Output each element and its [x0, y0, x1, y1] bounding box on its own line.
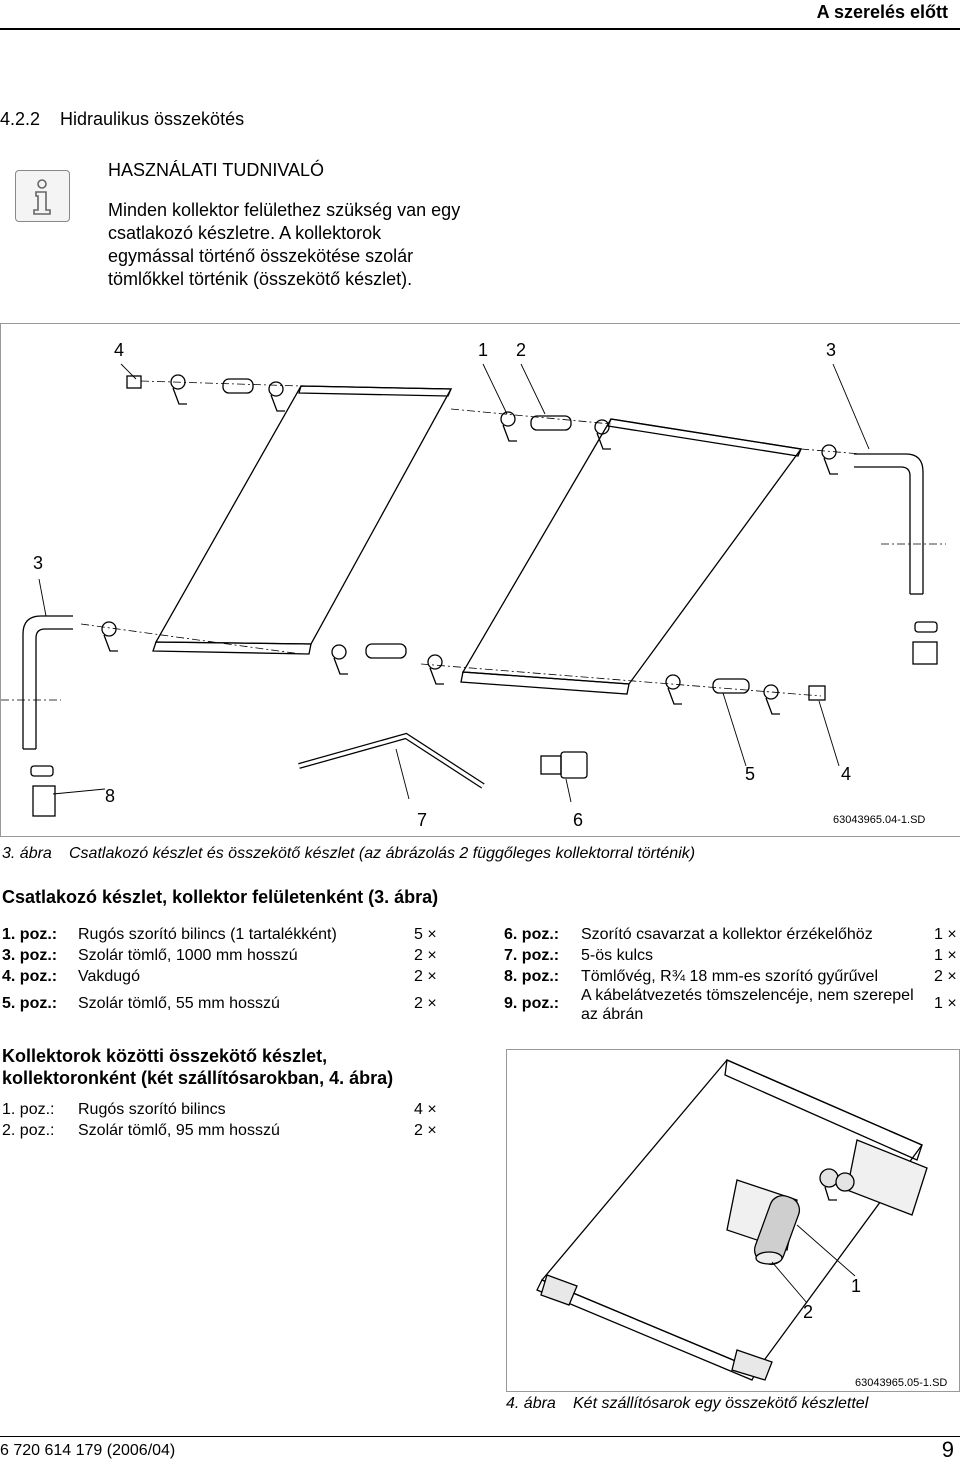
section-number: 4.2.2: [0, 109, 41, 129]
figure-4-caption: 4. ábra Két szállítósarok egy összekötő k…: [506, 1395, 868, 1413]
list-item-desc: A kábelátvezetés tömszelencéje, nem szer…: [581, 987, 914, 1023]
list-item-pos: 6. poz.:: [504, 926, 560, 943]
list-item-desc: Vakdugó: [78, 968, 140, 985]
list-item-desc: Szolár tömlő, 55 mm hosszú: [78, 995, 280, 1012]
list-item-qty: 2 ×: [414, 947, 437, 964]
note-heading: HASZNÁLATI TUDNIVALÓ: [108, 160, 325, 180]
section-heading: 4.2.2 Hidraulikus összekötés: [0, 109, 244, 130]
callout-3-top: 3: [826, 340, 836, 360]
figure-3-illustration: 4 1 2 3 3 8 7 6 5 4 63043965.04-1.SD: [0, 323, 960, 837]
list-item-qty: 2 ×: [934, 968, 957, 985]
kit2-heading-line2: kollektoronként (két szállítósarokban, 4…: [2, 1068, 394, 1088]
list-item: 5. poz.: Szolár tömlő, 55 mm hosszú 2 ×: [2, 995, 452, 1016]
kit2-list: 1. poz.: Rugós szorító bilincs 4 × 2. po…: [2, 1101, 452, 1143]
callout-6: 6: [573, 810, 583, 830]
list-item-desc: Szolár tömlő, 1000 mm hosszú: [78, 947, 298, 964]
list-item-desc: Tömlővég, R¾ 18 mm-es szorító gyűrűvel: [581, 968, 878, 985]
list-item: 9. poz.: A kábelátvezetés tömszelencéje,…: [504, 987, 958, 1023]
list-item: 1. poz.: Rugós szorító bilincs (1 tartal…: [2, 926, 452, 947]
note-text: Minden kollektor felülethez szükség van …: [108, 200, 461, 289]
callout-2: 2: [516, 340, 526, 360]
list-item-pos: 2. poz.:: [2, 1122, 55, 1139]
list-item: 3. poz.: Szolár tömlő, 1000 mm hosszú 2 …: [2, 947, 452, 968]
kit1-left-list: 1. poz.: Rugós szorító bilincs (1 tartal…: [2, 926, 452, 1016]
figure-3-caption-label: 3. ábra: [2, 845, 52, 862]
list-item-desc: Rugós szorító bilincs (1 tartalékként): [78, 926, 337, 943]
list-item-desc: 5-ös kulcs: [581, 947, 654, 964]
kit1-right-list: 6. poz.: Szorító csavarzat a kollektor é…: [504, 926, 958, 1023]
list-item-desc: Szorító csavarzat a kollektor érzékelőhö…: [581, 926, 873, 943]
callout-3-left: 3: [33, 553, 43, 573]
figure-4-code: 63043965.05-1.SD: [855, 1377, 947, 1389]
figure-3-code: 63043965.04-1.SD: [833, 814, 925, 826]
footer-rule: [0, 1436, 960, 1437]
callout-4-top: 4: [114, 340, 124, 360]
list-item-pos: 1. poz.:: [2, 926, 58, 943]
list-item-qty: 1 ×: [934, 947, 957, 964]
list-item-qty: 5 ×: [414, 926, 437, 943]
list-item-pos: 1. poz.:: [2, 1101, 55, 1118]
list-item-pos: 3. poz.:: [2, 947, 58, 964]
callout-4-bottom: 4: [841, 764, 851, 784]
list-item: 1. poz.: Rugós szorító bilincs 4 ×: [2, 1101, 452, 1122]
info-icon: [15, 170, 70, 222]
list-item-pos: 4. poz.:: [2, 968, 58, 985]
figure-4-illustration: 1 2 63043965.05-1.SD: [506, 1049, 960, 1392]
list-item-pos: 8. poz.:: [504, 968, 560, 985]
list-item-qty: 1 ×: [934, 995, 957, 1012]
kit1-heading: Csatlakozó készlet, kollektor felületenk…: [2, 887, 439, 907]
list-item: 6. poz.: Szorító csavarzat a kollektor é…: [504, 926, 958, 947]
callout-1: 1: [478, 340, 488, 360]
fig4-callout-2: 2: [803, 1302, 813, 1322]
list-item-qty: 4 ×: [414, 1101, 437, 1118]
figure-4-caption-text: Két szállítósarok egy összekötő készlett…: [573, 1395, 869, 1412]
callout-7: 7: [417, 810, 427, 830]
footer-document-number: 6 720 614 179 (2006/04): [0, 1442, 176, 1459]
list-item-qty: 2 ×: [414, 968, 437, 985]
list-item: 4. poz.: Vakdugó 2 ×: [2, 968, 452, 989]
list-item-pos: 5. poz.:: [2, 995, 58, 1012]
list-item-desc: Rugós szorító bilincs: [78, 1101, 226, 1118]
list-item: 8. poz.: Tömlővég, R¾ 18 mm-es szorító g…: [504, 968, 958, 989]
list-item: 7. poz.: 5-ös kulcs 1 ×: [504, 947, 958, 968]
kit2-heading-line1: Kollektorok közötti összekötő készlet,: [2, 1046, 328, 1066]
figure-4-caption-label: 4. ábra: [506, 1395, 556, 1412]
list-item-desc: Szolár tömlő, 95 mm hosszú: [78, 1122, 280, 1139]
list-item-pos: 7. poz.:: [504, 947, 560, 964]
list-item-qty: 2 ×: [414, 1122, 437, 1139]
list-item-qty: 2 ×: [414, 995, 437, 1012]
section-title: Hidraulikus összekötés: [60, 109, 245, 129]
figure-3-caption: 3. ábra Csatlakozó készlet és összekötő k…: [2, 845, 695, 863]
fig4-callout-1: 1: [851, 1276, 861, 1296]
running-header-title: A szerelés előtt: [816, 2, 948, 22]
callout-5: 5: [745, 764, 755, 784]
header-rule: [0, 28, 960, 30]
callout-8: 8: [105, 786, 115, 806]
page-number: 9: [941, 1437, 954, 1462]
figure-3-caption-text: Csatlakozó készlet és összekötő készlet …: [69, 845, 696, 862]
list-item-pos: 9. poz.:: [504, 995, 560, 1012]
list-item: 2. poz.: Szolár tömlő, 95 mm hosszú 2 ×: [2, 1122, 452, 1143]
list-item-qty: 1 ×: [934, 926, 957, 943]
